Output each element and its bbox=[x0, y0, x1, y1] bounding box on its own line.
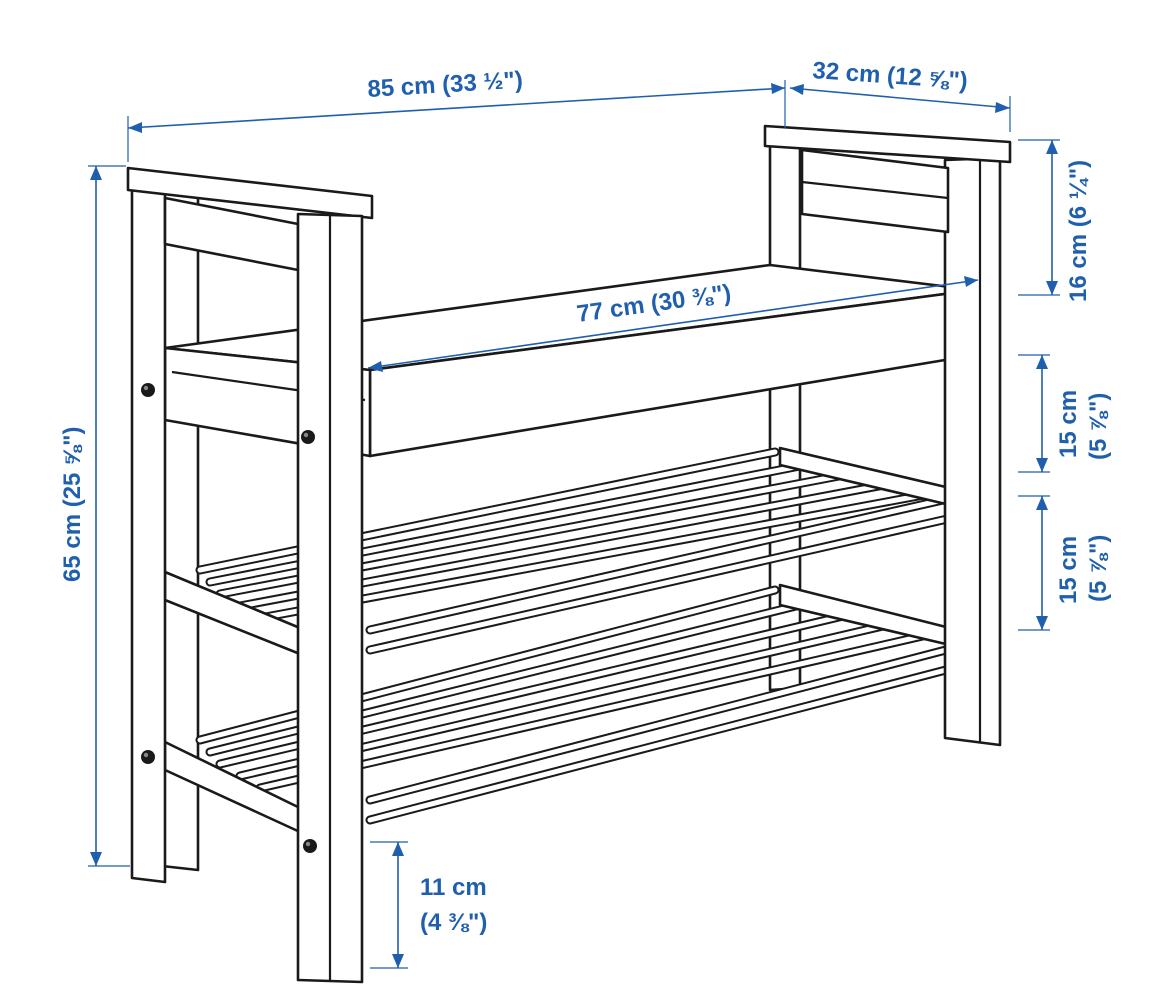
upper-shelf-spacing-label-in: (5 ⅞") bbox=[1085, 393, 1112, 460]
armrest-height-label: 16 cm (6 ¼") bbox=[1065, 160, 1092, 302]
left-side-leg bbox=[130, 183, 167, 884]
bolt-heads bbox=[141, 383, 317, 853]
lower-shelf-spacing-label-cm: 15 cm bbox=[1055, 536, 1082, 604]
width-dimension-line bbox=[127, 87, 786, 129]
total-height-label: 65 cm (25 ⅝") bbox=[59, 427, 86, 582]
upper-shoe-shelf bbox=[163, 446, 970, 656]
shoe-bench-illustration bbox=[126, 124, 1012, 984]
front-right-leg bbox=[943, 156, 1002, 747]
depth-label: 32 cm (12 ⅝") bbox=[812, 57, 969, 95]
width-label: 85 cm (33 ½") bbox=[367, 67, 524, 103]
floor-clearance-label-cm: 11 cm bbox=[420, 874, 487, 901]
lower-shelf-spacing-label-in: (5 ⅞") bbox=[1085, 535, 1112, 602]
upper-shelf-spacing-label-cm: 15 cm bbox=[1055, 390, 1082, 458]
floor-clearance-label-in: (4 ⅜") bbox=[420, 909, 487, 936]
right-armrest bbox=[763, 124, 1012, 234]
bench-seat bbox=[163, 263, 977, 458]
seat-width-dimension-line bbox=[367, 279, 979, 369]
left-armrest bbox=[126, 166, 374, 272]
depth-dimension-line bbox=[789, 87, 1011, 109]
